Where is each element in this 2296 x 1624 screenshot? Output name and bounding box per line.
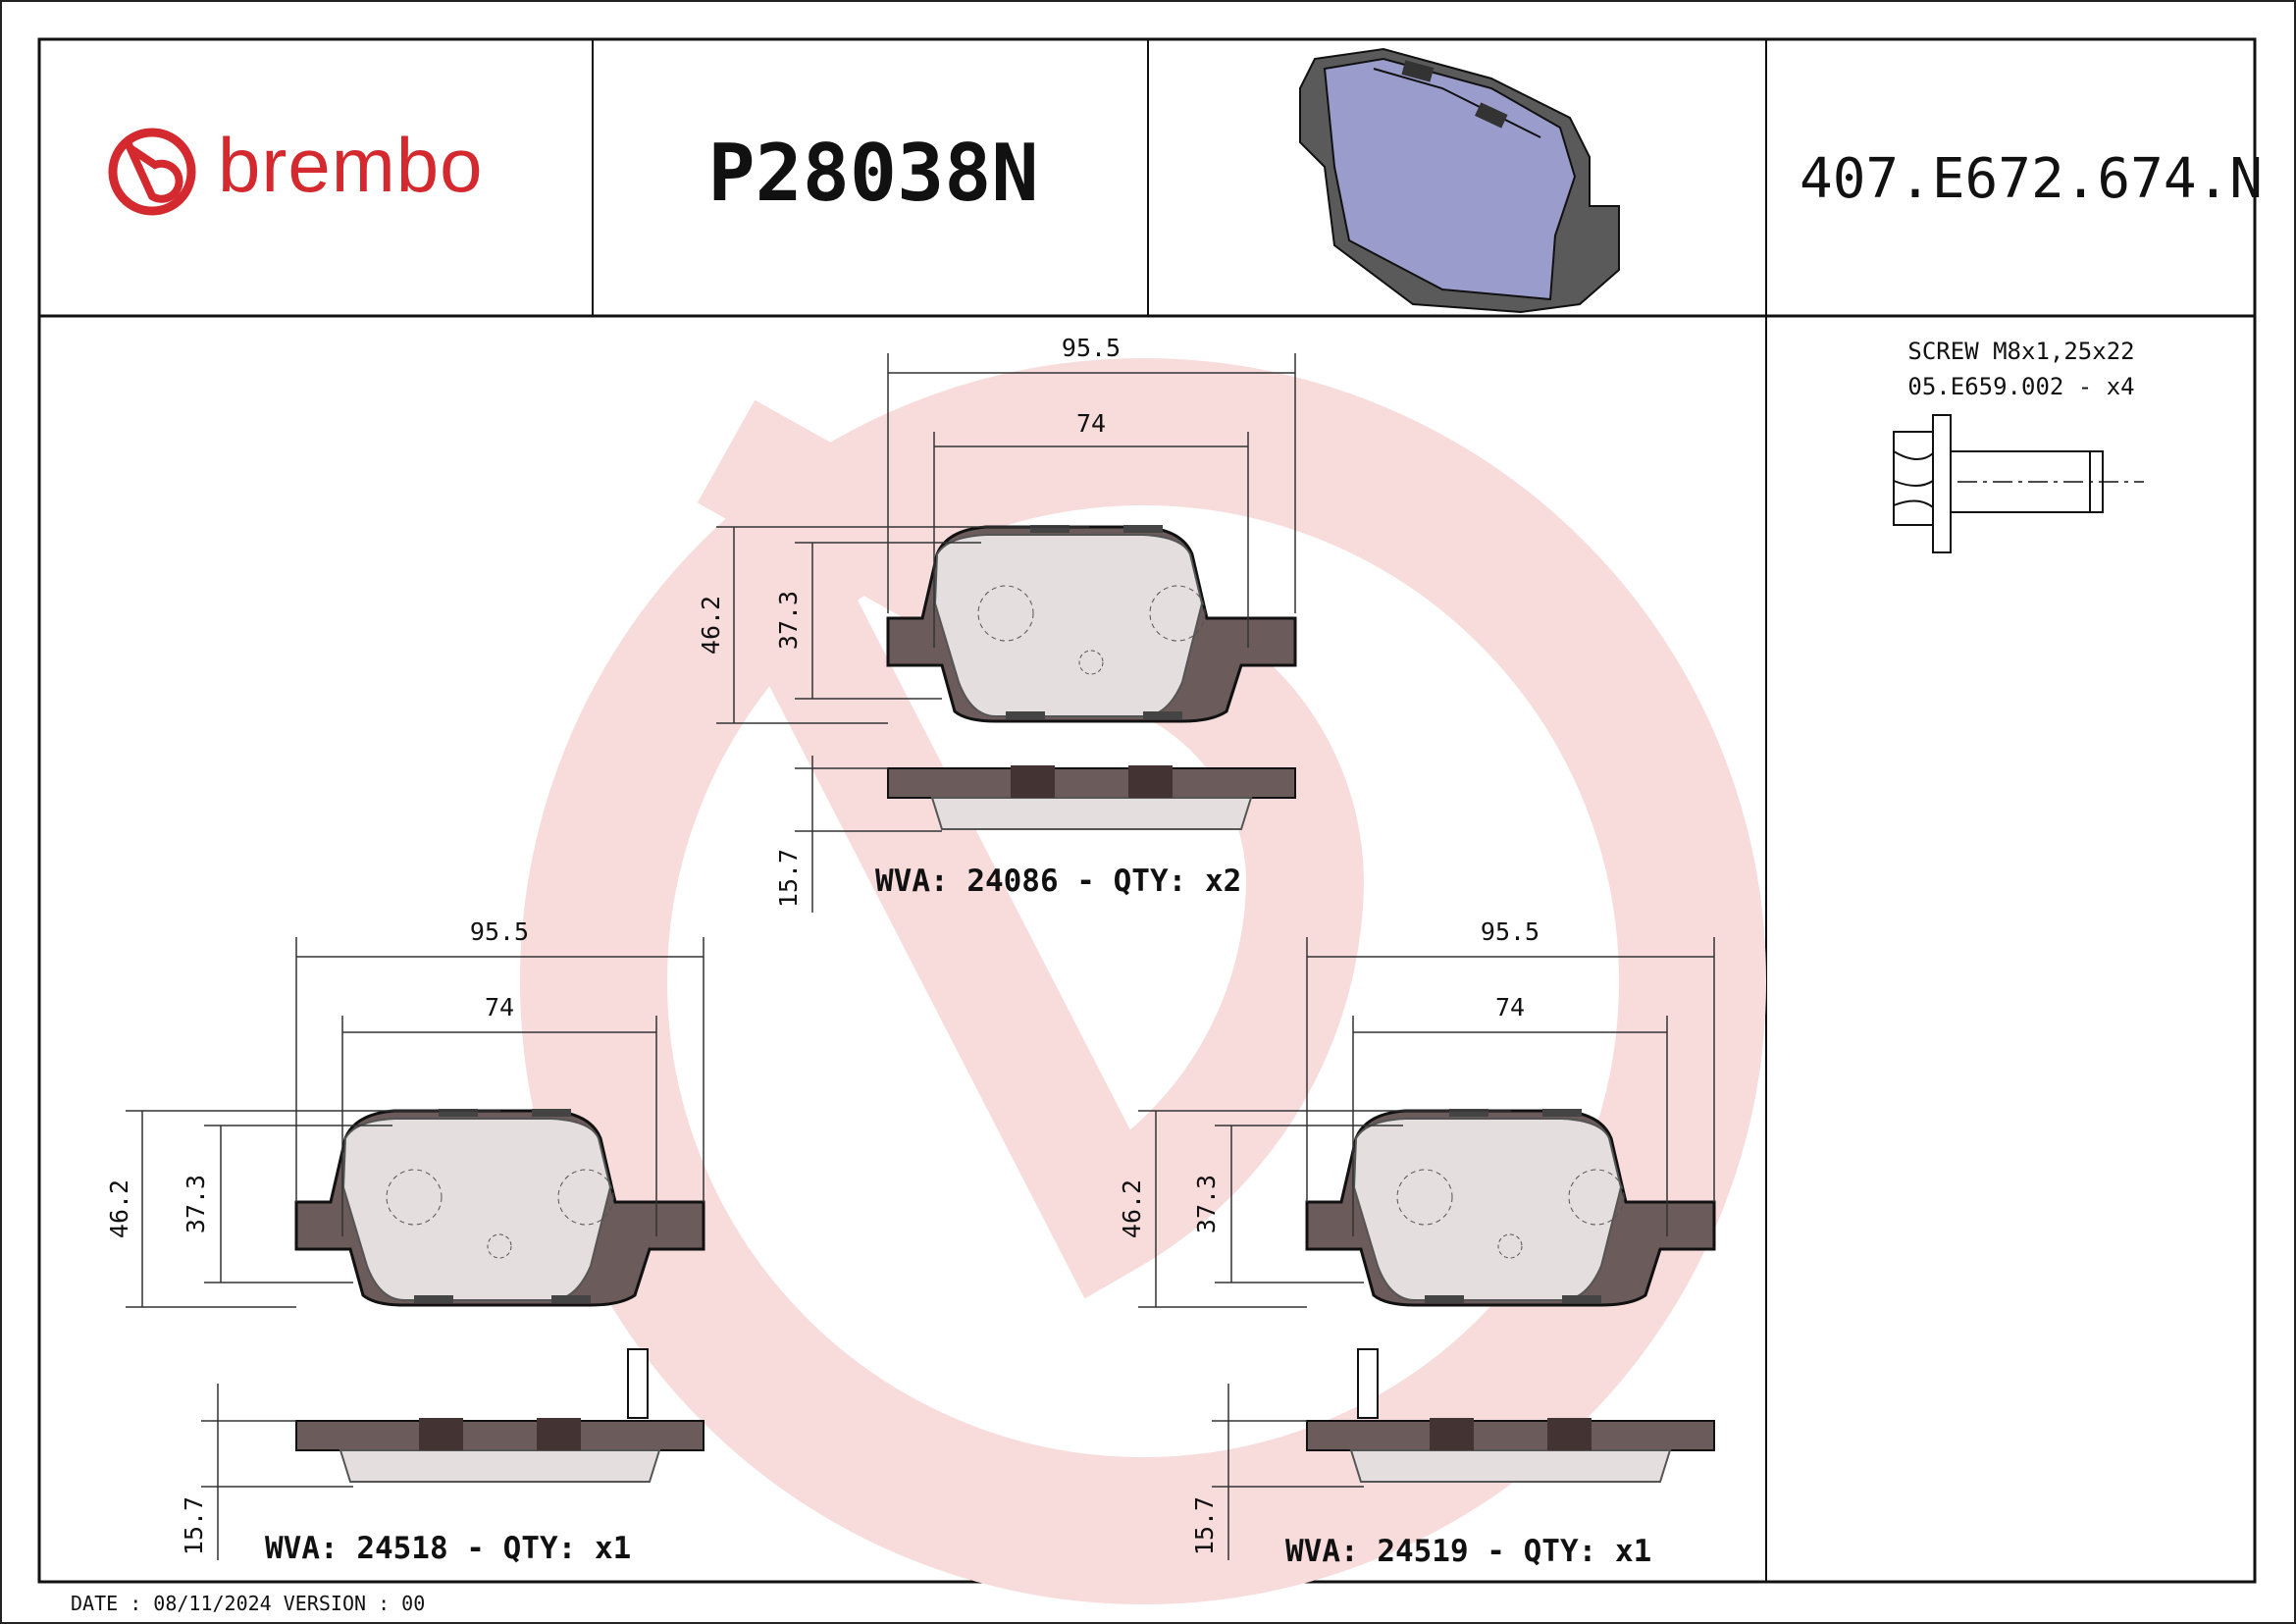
pad-3-inner-height-label: 37.3 (1192, 1175, 1221, 1233)
dimension-lines (126, 353, 1715, 1560)
pad-2-height-label: 46.2 (105, 1179, 133, 1238)
brembo-logo-icon (108, 128, 196, 216)
pad-3-wva-line: WVA: 24519 - QTY: x1 (1285, 1534, 1652, 1569)
brand-name: brembo (218, 122, 484, 208)
pad-1-front-view (886, 525, 1297, 723)
screw-spec-line-2: 05.E659.002 - x4 (1907, 373, 2135, 400)
reference-number: 407.E672.674.N (1799, 147, 2263, 211)
brand-logo: brembo (98, 113, 569, 240)
pad-3-thickness-label: 15.7 (1190, 1496, 1219, 1555)
pad-2-side-view (295, 1348, 704, 1483)
pad-1-thickness-label: 15.7 (774, 849, 803, 908)
pad-3-height-label: 46.2 (1118, 1179, 1146, 1238)
pad-3-width-label: 95.5 (1481, 917, 1539, 946)
footer-date-version: DATE : 08/11/2024 VERSION : 00 (71, 1592, 426, 1615)
pad-1-inner-height-label: 37.3 (774, 591, 803, 650)
pad-2-width-label: 95.5 (470, 917, 529, 946)
pad-2-inner-height-label: 37.3 (182, 1175, 210, 1233)
pad-2-inner-width-label: 74 (485, 993, 514, 1022)
pad-3-front-view (1305, 1109, 1716, 1307)
part-number: P28038N (707, 128, 1039, 219)
pad-2-thickness-label: 15.7 (180, 1496, 208, 1555)
pad-1-inner-width-label: 74 (1076, 409, 1106, 438)
pad-1-width-label: 95.5 (1062, 334, 1121, 362)
pad-2-front-view (294, 1109, 705, 1307)
screw-spec-line-1: SCREW M8x1,25x22 (1907, 338, 2135, 365)
pad-1-wva-line: WVA: 24086 - QTY: x2 (875, 864, 1242, 899)
pad-1-height-label: 46.2 (697, 596, 725, 655)
pad-1-side-view (887, 765, 1296, 830)
pad-3d-render (1299, 47, 1620, 314)
pad-3-inner-width-label: 74 (1495, 993, 1525, 1022)
pad-2-wva-line: WVA: 24518 - QTY: x1 (265, 1531, 632, 1566)
pad-3-side-view (1306, 1348, 1715, 1483)
screw-drawing (1893, 414, 2144, 553)
